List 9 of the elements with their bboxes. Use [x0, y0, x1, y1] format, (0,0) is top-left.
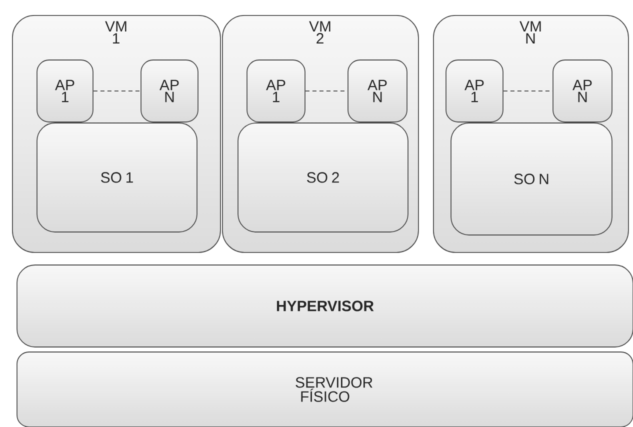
- app-box: AP N: [140, 60, 198, 122]
- layer-box: SERVIDOR FÍSICO: [16, 352, 633, 427]
- app-box: AP 1: [36, 60, 94, 122]
- app-box: AP 1: [246, 60, 306, 122]
- dashed-connector: [92, 90, 142, 92]
- app-box: AP N: [552, 60, 612, 122]
- app-box: AP N: [348, 60, 408, 122]
- app-box: AP 1: [446, 60, 504, 122]
- layer-box: HYPERVISOR: [16, 264, 633, 348]
